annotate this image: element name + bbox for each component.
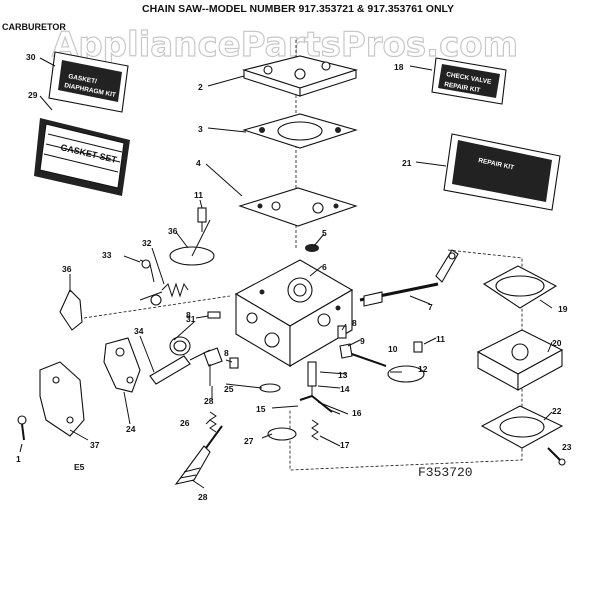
callout-3: 3: [198, 124, 203, 134]
part-lever-33[interactable]: [139, 259, 155, 283]
callout-14: 14: [340, 384, 350, 394]
part-cover-plate-37[interactable]: [39, 361, 85, 437]
part-disc-27[interactable]: [267, 427, 297, 441]
callout-23: 23: [562, 442, 572, 452]
part-disc-12[interactable]: [387, 365, 425, 383]
footer-code-left: E5: [74, 462, 85, 472]
part-bracket-24[interactable]: [103, 337, 141, 393]
figure-code: F353720: [418, 465, 473, 480]
callout-26: 26: [180, 418, 190, 428]
callout-5: 5: [322, 228, 327, 238]
callout-17: 17: [340, 440, 350, 450]
part-spring-31[interactable]: [169, 336, 191, 356]
callout-20: 20: [552, 338, 562, 348]
part-spring-32[interactable]: [139, 282, 189, 306]
callout-labels: 30 29 2 3 4 18 21 5 6 7 19 20 22 23 8 9 …: [16, 52, 572, 502]
part-screw-8-right[interactable]: [337, 325, 347, 339]
part-screw-11-upper[interactable]: [197, 207, 207, 232]
diagram-title: CHAIN SAW--MODEL NUMBER 917.353721 & 917…: [142, 3, 454, 15]
callout-2: 2: [198, 82, 203, 92]
callout-7: 7: [428, 302, 433, 312]
part-spring-26[interactable]: [209, 411, 217, 433]
callout-8-lower: 8: [224, 348, 229, 358]
part-disc-36[interactable]: [169, 219, 215, 266]
callout-8-upper: 8: [186, 310, 191, 320]
part-gasket-19[interactable]: [482, 265, 558, 309]
part-disc-25[interactable]: [259, 383, 281, 393]
callout-36-upper: 36: [168, 226, 178, 236]
callout-29: 29: [28, 90, 38, 100]
callout-33: 33: [102, 250, 112, 260]
part-screw-1[interactable]: [17, 415, 27, 441]
callout-12: 12: [418, 364, 428, 374]
part-needle-9[interactable]: [339, 343, 387, 367]
repair-kit[interactable]: REPAIR KIT: [443, 133, 561, 211]
callout-9: 9: [360, 336, 365, 346]
section-label: CARBURETOR: [2, 22, 66, 32]
callout-11-lower: 11: [436, 334, 445, 344]
callout-10: 10: [388, 344, 398, 354]
part-screw-8-lower[interactable]: [229, 357, 239, 369]
part-screw-23[interactable]: [547, 447, 566, 466]
callout-36-left: 36: [62, 264, 72, 274]
callout-6: 6: [322, 262, 327, 272]
callout-1: 1: [16, 454, 21, 464]
part-pump-body-20[interactable]: [476, 329, 564, 391]
callout-28-lower: 28: [198, 492, 208, 502]
part-diaphragm-22[interactable]: [480, 405, 564, 449]
callout-30: 30: [26, 52, 36, 62]
callout-8-right: 8: [352, 318, 357, 328]
callout-4: 4: [196, 158, 201, 168]
part-needle-valve-13[interactable]: [307, 361, 317, 396]
callout-15: 15: [256, 404, 266, 414]
callout-16: 16: [352, 408, 362, 418]
check-valve-repair-kit[interactable]: CHECK VALVE REPAIR KIT: [431, 57, 507, 105]
callout-18: 18: [394, 62, 404, 72]
callout-19: 19: [558, 304, 568, 314]
callout-21: 21: [402, 158, 412, 168]
leader-lines: [19, 57, 553, 489]
gasket-set[interactable]: GASKET SET: [34, 118, 130, 196]
part-cover-plate[interactable]: [241, 55, 359, 97]
part-choke-lever[interactable]: [59, 289, 231, 331]
part-mixture-needle-28[interactable]: [174, 425, 223, 485]
callout-22: 22: [552, 406, 562, 416]
callout-24: 24: [126, 424, 136, 434]
part-gasket-3[interactable]: [242, 113, 358, 149]
part-spring-28[interactable]: [203, 347, 223, 386]
part-washer-5[interactable]: [305, 244, 319, 252]
callout-32: 32: [142, 238, 152, 248]
watermark: AppliancePartsPros.com: [52, 25, 518, 65]
part-screw-8-upper[interactable]: [207, 311, 221, 319]
part-throttle-shaft[interactable]: [359, 249, 459, 307]
part-carburetor-body[interactable]: [234, 259, 354, 367]
part-lever-15[interactable]: [299, 394, 349, 415]
part-spring-17[interactable]: [311, 419, 319, 441]
callout-11-upper: 11: [194, 190, 203, 200]
gasket-diaphragm-kit[interactable]: GASKET/ DIAPHRAGM KIT: [48, 51, 129, 113]
callout-34: 34: [134, 326, 144, 336]
callout-13: 13: [338, 370, 348, 380]
callout-37: 37: [90, 440, 100, 450]
callout-31: 31: [186, 314, 196, 324]
callout-25: 25: [224, 384, 234, 394]
callout-28-upper: 28: [204, 396, 214, 406]
part-screw-11-lower[interactable]: [413, 341, 423, 353]
callout-27: 27: [244, 436, 254, 446]
part-diaphragm-4[interactable]: [238, 187, 358, 227]
